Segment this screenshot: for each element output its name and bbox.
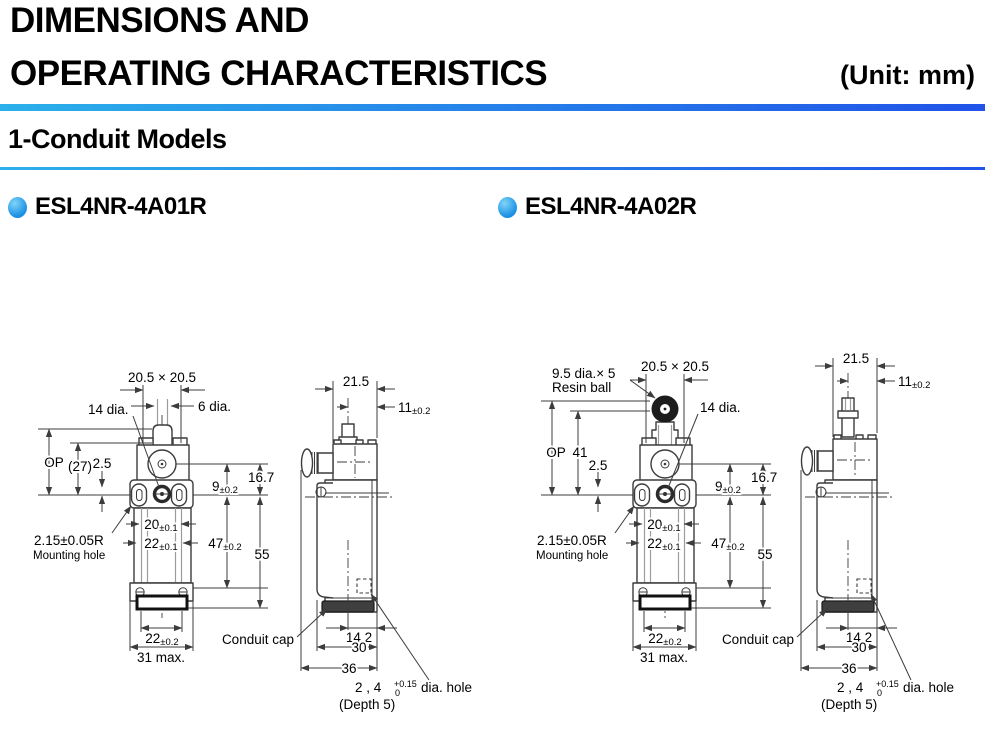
dim-op: OP bbox=[44, 455, 64, 470]
conduit-cap-label: Conduit cap bbox=[222, 632, 294, 647]
dim-ref27: (27) bbox=[68, 459, 92, 474]
hole-note-sub: 0 bbox=[395, 688, 400, 698]
dim-20: 20±0.1 bbox=[647, 517, 680, 534]
dim-36: 36 bbox=[341, 661, 356, 676]
accent-divider-thick bbox=[0, 104, 985, 111]
dim-16-7: 16.7 bbox=[751, 470, 777, 485]
hole-note-sup: +0.15 bbox=[876, 679, 899, 689]
page-title-line1: DIMENSIONS AND bbox=[10, 1, 309, 40]
dim-22b: 22±0.2 bbox=[648, 631, 681, 648]
dim-22: 22±0.1 bbox=[144, 536, 177, 553]
front-view: 20.5 × 20.5 6 dia. 14 dia. OP (27) 2.5 bbox=[33, 370, 276, 665]
dim-22: 22±0.1 bbox=[647, 536, 680, 553]
dim-31-max: 31 max. bbox=[137, 650, 185, 665]
mounting-hole-label: Mounting hole bbox=[536, 550, 608, 562]
dim-9: 9±0.2 bbox=[715, 479, 741, 496]
dim-depth: 21.5 bbox=[343, 374, 369, 389]
dimension-drawings: 20.5 × 20.5 6 dia. 14 dia. OP (27) 2.5 bbox=[33, 349, 954, 712]
unit-note: (Unit: mm) bbox=[840, 60, 975, 90]
dim-20: 20±0.1 bbox=[144, 517, 177, 534]
roller-note-2: Resin ball bbox=[552, 380, 611, 395]
model-name: ESL4NR-4A01R bbox=[35, 193, 207, 220]
dim-14-2: 14.2 bbox=[846, 630, 872, 645]
dim-41: 41 bbox=[572, 445, 587, 460]
hole-note-post: dia. hole bbox=[903, 680, 954, 695]
diagram-esl4nr-4a02r: 9.5 dia.× 5 Resin ball 20.5 × 20.5 14 di… bbox=[536, 349, 954, 712]
dim-11: 11±0.2 bbox=[898, 374, 930, 391]
dim-9: 9±0.2 bbox=[212, 479, 238, 496]
dim-30: 30 bbox=[351, 640, 366, 655]
hole-note: 2 , 4 bbox=[837, 680, 864, 695]
model-name: ESL4NR-4A02R bbox=[525, 193, 697, 220]
dim-plunger-dia: 6 dia. bbox=[198, 399, 231, 414]
dim-16-7: 16.7 bbox=[248, 470, 274, 485]
model-label-esl4nr-4a02r: ESL4NR-4A02R bbox=[498, 193, 697, 221]
section-heading: 1-Conduit Models bbox=[8, 124, 227, 154]
side-view: 21.5 11±0.2 bbox=[722, 349, 954, 712]
dim-31-max: 31 max. bbox=[640, 650, 688, 665]
hole-depth-label: (Depth 5) bbox=[821, 697, 877, 712]
mounting-radius-label: 2.15±0.05R bbox=[34, 533, 104, 548]
front-view: 9.5 dia.× 5 Resin ball 20.5 × 20.5 14 di… bbox=[536, 359, 779, 665]
mounting-radius-label: 2.15±0.05R bbox=[537, 533, 607, 548]
dim-depth: 21.5 bbox=[843, 351, 869, 366]
dim-22b: 22±0.2 bbox=[145, 631, 178, 648]
dim-11: 11±0.2 bbox=[398, 400, 430, 417]
diagram-esl4nr-4a01r: 20.5 × 20.5 6 dia. 14 dia. OP (27) 2.5 bbox=[33, 370, 472, 712]
bullet-icon bbox=[8, 196, 27, 218]
hole-note-sup: +0.15 bbox=[394, 679, 417, 689]
hole-note-post: dia. hole bbox=[421, 680, 472, 695]
dim-shaft-dia: 14 dia. bbox=[700, 400, 741, 415]
dim-47: 47±0.2 bbox=[208, 536, 241, 553]
hole-note: 2 , 4 bbox=[355, 680, 382, 695]
conduit-cap-label: Conduit cap bbox=[722, 632, 794, 647]
dim-head-square: 20.5 × 20.5 bbox=[641, 359, 709, 374]
bullet-icon bbox=[498, 196, 517, 218]
page-title-line2: OPERATING CHARACTERISTICS bbox=[10, 54, 548, 93]
dim-shaft-dia: 14 dia. bbox=[88, 402, 129, 417]
accent-divider-thin bbox=[0, 167, 985, 170]
roller-note-1: 9.5 dia.× 5 bbox=[552, 366, 615, 381]
dim-47: 47±0.2 bbox=[711, 536, 744, 553]
dim-14-2: 14.2 bbox=[346, 630, 372, 645]
dim-55: 55 bbox=[254, 547, 269, 562]
dim-head-square: 20.5 × 20.5 bbox=[128, 370, 196, 385]
hole-depth-label: (Depth 5) bbox=[339, 697, 395, 712]
dim-36: 36 bbox=[841, 661, 856, 676]
mounting-hole-label: Mounting hole bbox=[33, 550, 105, 562]
dim-op: OP bbox=[546, 445, 566, 460]
dim-2-5: 2.5 bbox=[93, 456, 112, 471]
model-label-esl4nr-4a01r: ESL4NR-4A01R bbox=[8, 193, 207, 221]
side-view: 21.5 11±0.2 bbox=[222, 372, 472, 712]
dim-55: 55 bbox=[757, 547, 772, 562]
hole-note-sub: 0 bbox=[877, 688, 882, 698]
dim-30: 30 bbox=[851, 640, 866, 655]
dim-2-5: 2.5 bbox=[589, 458, 608, 473]
